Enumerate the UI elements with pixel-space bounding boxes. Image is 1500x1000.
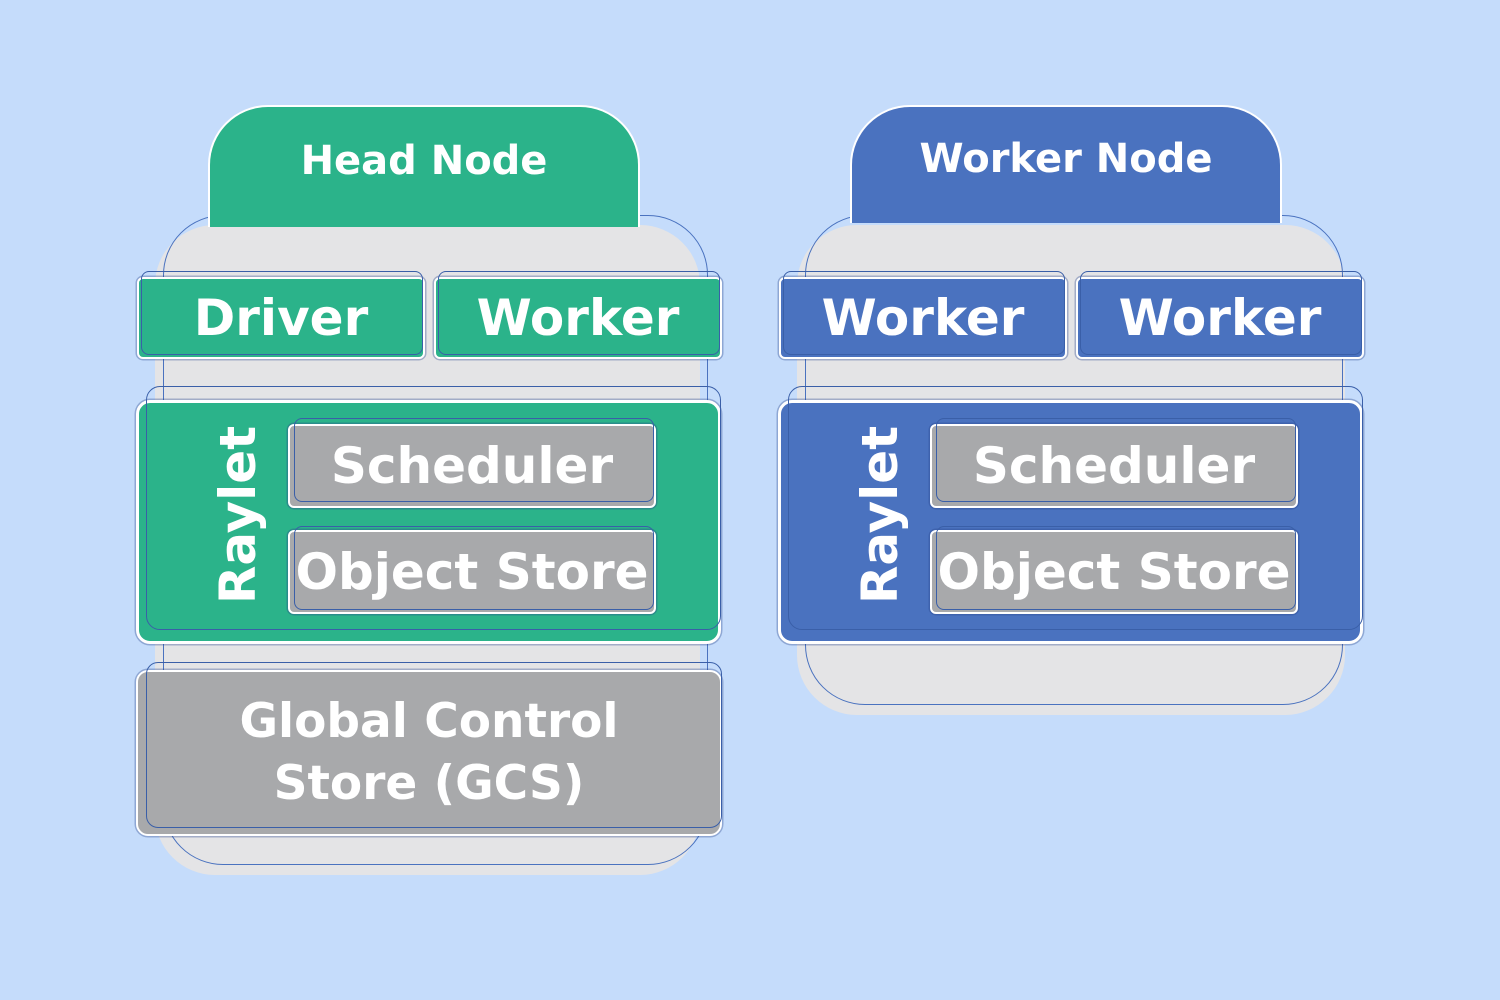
worker-node-title-tab: Worker Node bbox=[850, 105, 1282, 223]
driver-label: Driver bbox=[193, 289, 369, 347]
worker-process-2: Worker bbox=[1076, 277, 1364, 359]
head-worker-process: Worker bbox=[434, 277, 722, 359]
head-raylet-label-text: Raylet bbox=[209, 425, 267, 605]
gcs-label-line-1: Global Control bbox=[239, 694, 619, 749]
worker-raylet-label: Raylet bbox=[850, 415, 910, 615]
head-node-title: Head Node bbox=[300, 138, 548, 184]
head-object-store: Object Store bbox=[288, 530, 656, 614]
worker-process-1: Worker bbox=[779, 277, 1067, 359]
global-control-store: Global Control Store (GCS) bbox=[136, 670, 722, 836]
head-object-store-label: Object Store bbox=[295, 543, 649, 601]
worker-object-store: Object Store bbox=[930, 530, 1298, 614]
worker-scheduler-label: Scheduler bbox=[972, 437, 1256, 495]
worker-scheduler: Scheduler bbox=[930, 424, 1298, 508]
head-scheduler-label: Scheduler bbox=[330, 437, 614, 495]
gcs-label: Global Control Store (GCS) bbox=[239, 691, 618, 815]
worker-raylet-label-text: Raylet bbox=[851, 425, 909, 605]
worker-process-1-label: Worker bbox=[821, 289, 1025, 347]
worker-object-store-label: Object Store bbox=[937, 543, 1291, 601]
head-scheduler: Scheduler bbox=[288, 424, 656, 508]
head-raylet-label: Raylet bbox=[208, 415, 268, 615]
worker-process-2-label: Worker bbox=[1118, 289, 1322, 347]
head-node-title-tab: Head Node bbox=[208, 105, 640, 227]
worker-node-title: Worker Node bbox=[919, 136, 1213, 182]
driver-process: Driver bbox=[137, 277, 425, 359]
head-worker-label: Worker bbox=[476, 289, 680, 347]
gcs-label-line-2: Store (GCS) bbox=[273, 756, 585, 811]
